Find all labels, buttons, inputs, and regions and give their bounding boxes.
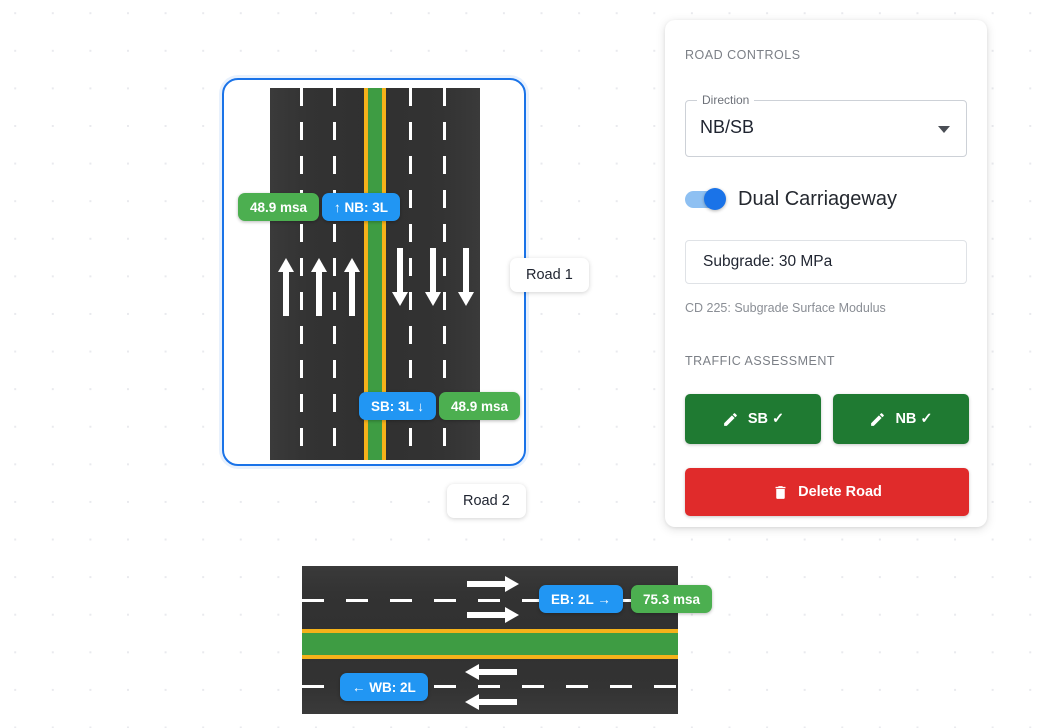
pencil-icon xyxy=(871,412,885,426)
chevron-down-icon[interactable] xyxy=(938,126,950,133)
toggle-knob xyxy=(704,188,726,210)
direction-label: Direction xyxy=(697,93,755,107)
road2-wb-lane-divider xyxy=(302,685,678,688)
road2-eb-direction-badge[interactable]: EB: 2L → xyxy=(539,585,623,613)
road-controls-panel: ROAD CONTROLS Direction NB/SB Dual Carri… xyxy=(665,20,987,527)
road1-median xyxy=(364,88,386,460)
road1-nb-lane-divider xyxy=(300,88,303,460)
road1-nb-arrow xyxy=(344,258,360,316)
trash-icon xyxy=(775,485,786,499)
road1-name-chip[interactable]: Road 1 xyxy=(510,258,589,292)
subgrade-helper-text: CD 225: Subgrade Surface Modulus xyxy=(685,301,886,315)
road1-sb-lane-divider xyxy=(443,88,446,460)
traffic-assessment-heading: TRAFFIC ASSESSMENT xyxy=(685,354,835,368)
assess-nb-label: NB ✓ xyxy=(895,411,933,427)
road1-nb-traffic-badge[interactable]: 48.9 msa xyxy=(238,193,320,221)
road-node-road1[interactable]: 48.9 msa ↑ NB: 3L SB: 3L ↓ 48.9 msa xyxy=(222,78,526,466)
road2-name-chip[interactable]: Road 2 xyxy=(447,484,526,518)
road-node-road2[interactable]: EB: 2L → 75.3 msa ← WB: 2L xyxy=(302,566,713,714)
road1-nb-arrow xyxy=(311,258,327,316)
road2-eb-lane-divider xyxy=(302,599,678,602)
road2-wb-direction-badge[interactable]: ← WB: 2L xyxy=(340,673,428,701)
road1-sb-arrow xyxy=(392,248,408,306)
assess-nb-button[interactable]: NB ✓ xyxy=(833,394,969,444)
assess-sb-label: SB ✓ xyxy=(747,411,785,427)
road1-nb-direction-badge[interactable]: ↑ NB: 3L xyxy=(322,193,400,221)
road1-sb-traffic-badge[interactable]: 48.9 msa xyxy=(439,392,521,420)
road2-eb-arrow xyxy=(467,607,519,623)
dual-carriageway-label: Dual Carriageway xyxy=(738,188,897,210)
road1-sb-arrow xyxy=(458,248,474,306)
road1-sb-lane-divider xyxy=(409,88,412,460)
subgrade-input[interactable]: Subgrade: 30 MPa xyxy=(685,240,967,284)
road1-sb-direction-badge[interactable]: SB: 3L ↓ xyxy=(359,392,437,420)
direction-select[interactable]: Direction NB/SB xyxy=(685,93,967,157)
road2-wb-arrow xyxy=(465,664,517,680)
assess-sb-button[interactable]: SB ✓ xyxy=(685,394,821,444)
road-controls-heading: ROAD CONTROLS xyxy=(685,48,801,62)
dual-carriageway-toggle[interactable] xyxy=(685,188,726,210)
road2-wb-arrow xyxy=(465,694,517,710)
dual-carriageway-row[interactable]: Dual Carriageway xyxy=(685,188,897,211)
pencil-icon xyxy=(723,412,737,426)
delete-road-button[interactable]: Delete Road xyxy=(685,468,969,516)
direction-value: NB/SB xyxy=(700,117,755,137)
road2-eb-arrow xyxy=(467,576,519,592)
road1-sb-arrow xyxy=(425,248,441,306)
road1-nb-arrow xyxy=(278,258,294,316)
delete-road-label: Delete Road xyxy=(798,484,882,500)
road2-eb-traffic-badge[interactable]: 75.3 msa xyxy=(631,585,713,613)
road1-nb-lane-divider xyxy=(333,88,336,460)
road2-median xyxy=(302,629,678,659)
